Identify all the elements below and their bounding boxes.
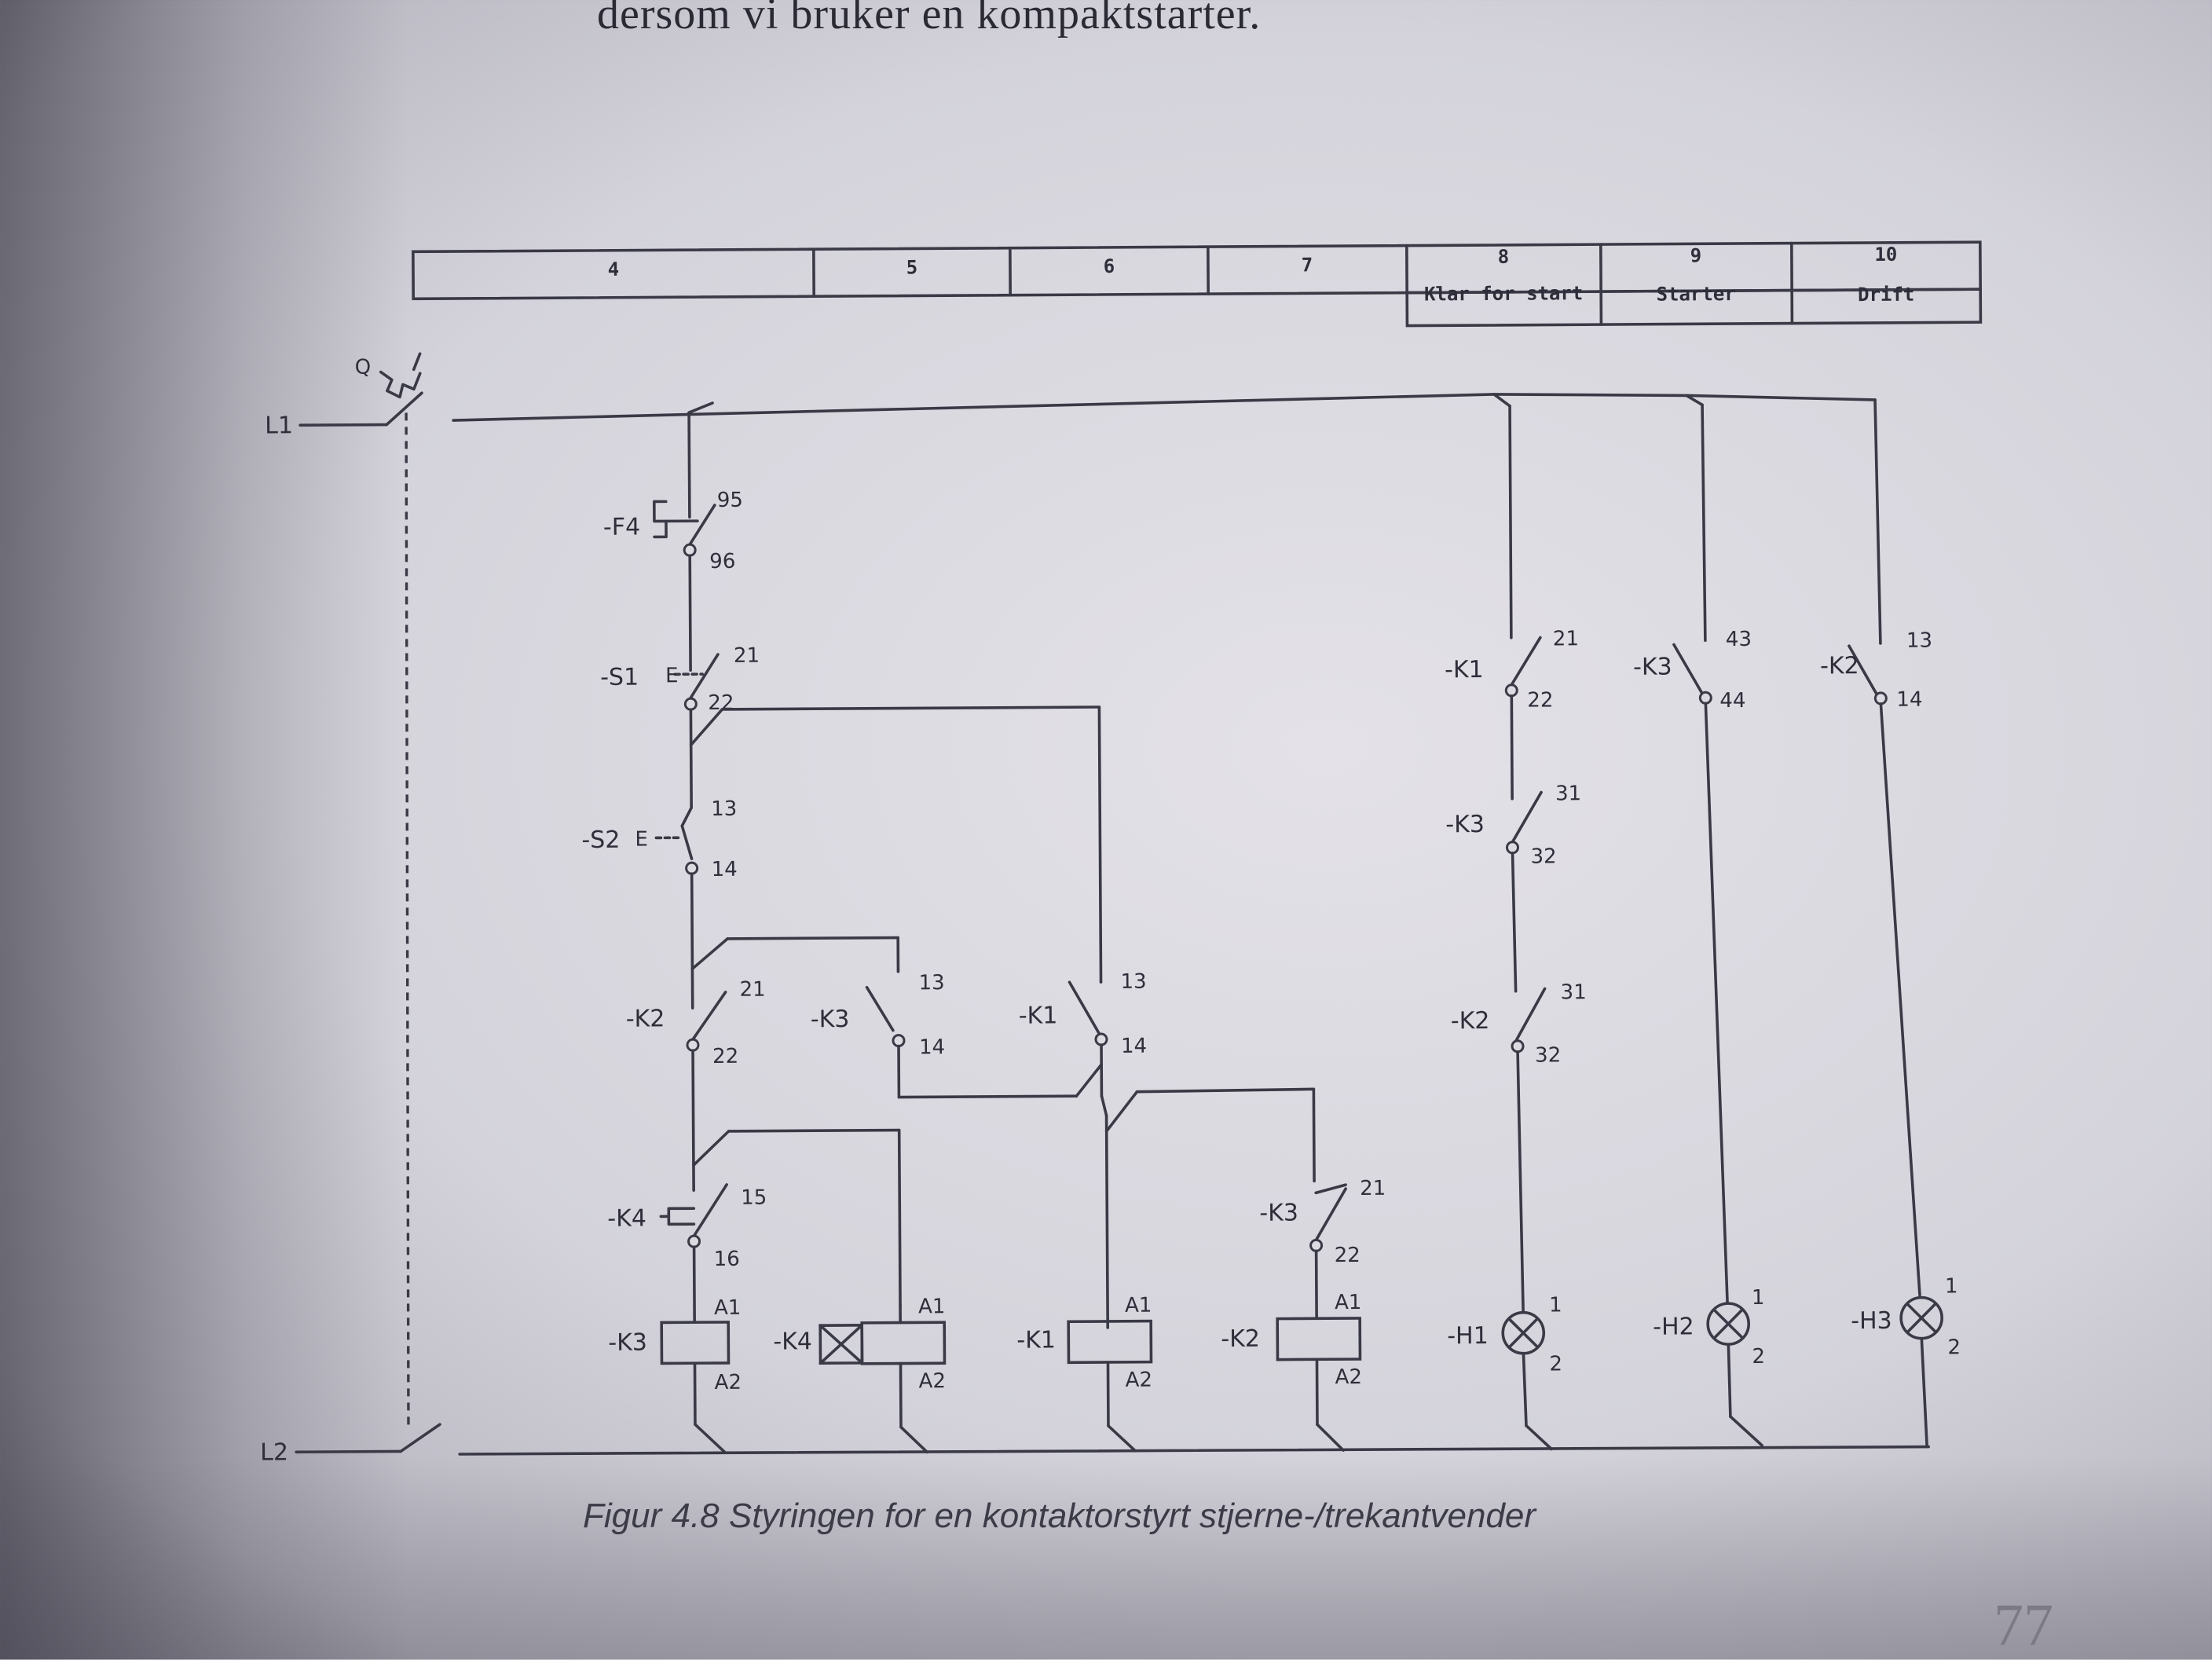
s2-label: -S2 [581,826,620,854]
svg-text:A1: A1 [918,1295,946,1318]
header-col-9: 9 [1690,244,1702,266]
svg-text:43: 43 [1726,628,1752,651]
header-col-8: 8 [1498,246,1510,268]
f4-label: -F4 [603,514,640,541]
svg-text:1: 1 [1945,1274,1958,1298]
supply-lines: L1 L2 Q [254,345,1929,1467]
svg-text:16: 16 [714,1248,740,1271]
svg-text:E: E [665,664,679,687]
k2-no-lamp-label: -K2 [1820,652,1859,680]
header-desc-9: Starter [1657,283,1736,306]
header-desc-10: Drift [1858,284,1914,306]
k4-timer-label: -K4 [607,1205,646,1233]
svg-text:13: 13 [918,971,944,995]
figure-caption: Figur 4.8 Styringen for en kontaktorstyr… [583,1497,1536,1536]
svg-text:A2: A2 [919,1369,947,1393]
svg-text:21: 21 [734,644,760,668]
svg-text:1: 1 [1752,1286,1765,1310]
svg-text:2: 2 [1752,1345,1765,1369]
svg-text:31: 31 [1561,980,1587,1004]
k2-nc-label: -K2 [626,1005,665,1032]
lamp-circuit-column-8: -K1 21 22 -K3 31 32 -K2 31 32 -H1 1 2 [1441,405,1589,1449]
svg-text:13: 13 [1906,629,1932,653]
svg-text:96: 96 [709,550,735,573]
svg-text:14: 14 [1896,688,1922,712]
coils: -K3 A1 A2 -K4 A1 A2 -K1 A1 A2 -K2 [608,1291,1363,1455]
svg-text:21: 21 [1553,627,1579,650]
svg-text:-K2: -K2 [1221,1325,1260,1353]
k3-no-lamp-label: -K3 [1633,654,1672,681]
svg-text:21: 21 [739,978,765,1002]
k4-coil [862,1322,944,1364]
k1-nc-lamp-label: -K1 [1445,656,1484,683]
svg-text:A1: A1 [1125,1294,1152,1317]
k1-no-label: -K1 [1019,1002,1058,1029]
svg-text:-H3: -H3 [1851,1307,1892,1335]
svg-text:2: 2 [1947,1336,1961,1359]
svg-text:22: 22 [1335,1244,1361,1267]
svg-text:13: 13 [1120,970,1146,994]
q-label: Q [355,356,372,379]
svg-text:44: 44 [1719,689,1745,713]
svg-text:-H2: -H2 [1653,1313,1694,1340]
svg-text:14: 14 [1121,1035,1147,1058]
seal-in-contacts: -K3 13 14 -K1 13 14 [810,969,1315,1329]
svg-text:A2: A2 [1335,1365,1363,1389]
column-header-table: 4 5 6 7 8 9 10 Klar for start Starter Dr… [413,242,1981,332]
k1-coil [1068,1321,1151,1363]
svg-text:14: 14 [712,858,738,881]
lamp-circuit-column-9: -K3 43 44 -H2 1 2 [1632,405,1766,1446]
page-number: 77 [1994,1592,2053,1660]
svg-text:21: 21 [1360,1177,1386,1200]
control-chain-column-4: -F4 95 96 -S1 E 21 22 -S2 E 13 [579,410,1103,1323]
l2-label: L2 [260,1438,288,1466]
l1-label: L1 [265,412,293,439]
svg-text:22: 22 [1527,688,1553,712]
svg-text:-K1: -K1 [1016,1326,1056,1354]
svg-text:E: E [635,828,648,852]
svg-text:A1: A1 [714,1296,742,1320]
k3-coil [661,1322,728,1364]
svg-text:15: 15 [741,1186,767,1210]
header-col-7: 7 [1302,254,1313,276]
svg-text:31: 31 [1555,782,1581,805]
lamp-circuit-column-10: -K2 13 14 -H3 1 2 [1818,399,1961,1447]
k3-no-label: -K3 [811,1006,850,1033]
svg-text:-K3: -K3 [608,1329,647,1357]
svg-text:-H1: -H1 [1447,1322,1489,1350]
header-desc-8: Klar for start [1424,282,1583,305]
header-col-5: 5 [906,256,918,278]
svg-text:95: 95 [717,489,743,512]
svg-text:1: 1 [1549,1293,1562,1317]
header-col-6: 6 [1104,255,1115,277]
header-col-4: 4 [608,258,620,280]
svg-text:32: 32 [1530,845,1556,868]
svg-text:A2: A2 [1126,1369,1153,1392]
svg-text:A1: A1 [1335,1291,1362,1314]
svg-text:32: 32 [1535,1043,1561,1067]
k2-nc-lamp-label: -K2 [1451,1007,1490,1035]
svg-text:13: 13 [711,797,737,821]
k3-nc-label: -K3 [1259,1199,1298,1226]
s1-label: -S1 [600,664,639,691]
svg-text:-K4: -K4 [773,1328,812,1355]
svg-text:14: 14 [919,1035,945,1059]
svg-text:2: 2 [1549,1352,1562,1376]
k2-coil [1277,1318,1360,1360]
svg-text:22: 22 [712,1045,738,1068]
k3-nc-lamp-label: -K3 [1445,811,1485,838]
k3-interlock-column-7: -K3 21 22 [1259,1177,1386,1319]
header-col-10: 10 [1874,244,1897,266]
svg-text:A2: A2 [715,1371,742,1394]
